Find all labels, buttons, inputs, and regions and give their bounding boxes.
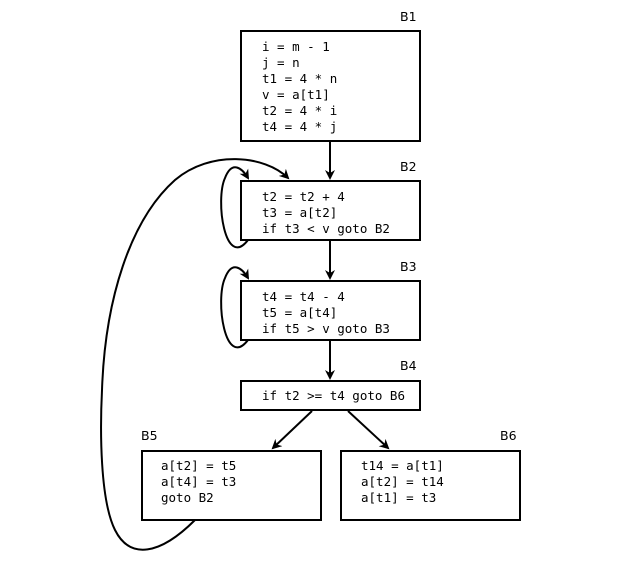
block-b4: B4 if t2 >= t4 goto B6 <box>240 358 421 411</box>
block-b3: B3 t4 = t4 - 4 t5 = a[t4] if t5 > v goto… <box>240 259 421 341</box>
code-line: t2 = t2 + 4 <box>262 189 345 204</box>
code-line: a[t2] = t5 <box>161 458 236 473</box>
block-label: B5 <box>141 428 158 443</box>
block-b2: B2 t2 = t2 + 4 t3 = a[t2] if t3 < v goto… <box>240 159 421 241</box>
code-line: t14 = a[t1] <box>361 458 444 473</box>
block-label: B3 <box>400 259 417 274</box>
block-label: B1 <box>400 9 417 24</box>
code-line: if t5 > v goto B3 <box>262 321 390 336</box>
edge-b4-b6 <box>347 410 390 450</box>
code-line: a[t1] = t3 <box>361 490 436 505</box>
code-line: t5 = a[t4] <box>262 305 337 320</box>
code-line: j = n <box>262 55 300 70</box>
block-label: B4 <box>400 358 417 373</box>
code-line: if t3 < v goto B2 <box>262 221 390 236</box>
code-line: t1 = 4 * n <box>262 71 337 86</box>
code-line: t4 = 4 * j <box>262 119 337 134</box>
code-line: a[t2] = t14 <box>361 474 444 489</box>
edge-b4-b5 <box>271 410 313 450</box>
code-line: v = a[t1] <box>262 87 330 102</box>
code-line: t4 = t4 - 4 <box>262 289 345 304</box>
edge-b3-b3-loop <box>220 266 250 349</box>
code-line: i = m - 1 <box>262 39 330 54</box>
code-line: t3 = a[t2] <box>262 205 337 220</box>
code-line: if t2 >= t4 goto B6 <box>262 388 405 403</box>
block-b6: B6 t14 = a[t1] a[t2] = t14 a[t1] = t3 <box>340 428 521 521</box>
code-line: goto B2 <box>161 490 214 505</box>
edge-b2-b2-loop <box>220 166 250 249</box>
code-line: a[t4] = t3 <box>161 474 236 489</box>
block-b1: B1 i = m - 1 j = n t1 = 4 * n v = a[t1] … <box>240 9 421 142</box>
edge-b5-b2 <box>100 158 290 551</box>
code-line: t2 = 4 * i <box>262 103 337 118</box>
block-label: B2 <box>400 159 417 174</box>
block-b5: B5 a[t2] = t5 a[t4] = t3 goto B2 <box>141 428 322 521</box>
block-label: B6 <box>500 428 517 443</box>
